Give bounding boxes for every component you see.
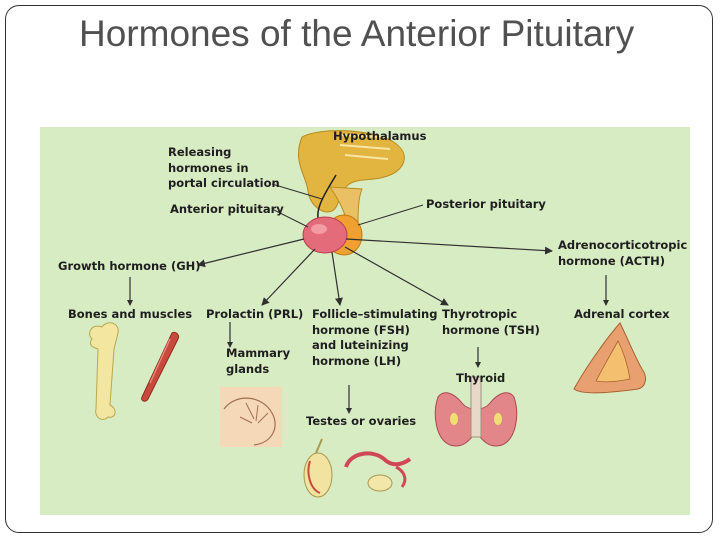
label-fsh-lh: Follicle–stimulating hormone (FSH) and l… [312, 307, 438, 368]
label-anterior-pituitary: Anterior pituitary [170, 202, 284, 216]
label-releasing-hormones: Releasing hormones in portal circulation [168, 145, 280, 190]
slide-title: Hormones of the Anterior Pituitary [79, 13, 635, 54]
bone-illustration [89, 322, 119, 420]
label-hypothalamus: Hypothalamus [333, 129, 427, 143]
breast-illustration [220, 387, 282, 447]
label-growth-hormone: Growth hormone (GH) [58, 259, 201, 273]
label-prolactin: Prolactin (PRL) [206, 307, 304, 321]
leader-releasing [271, 183, 323, 200]
testis-illustration [303, 438, 333, 498]
diagram-artwork [89, 130, 646, 498]
anterior-pituitary [302, 216, 348, 254]
thyroid-illustration [434, 376, 518, 447]
label-posterior-pituitary: Posterior pituitary [426, 197, 546, 211]
ovary-illustration [344, 451, 412, 492]
label-acth: Adrenocorticotropic hormone (ACTH) [558, 238, 688, 268]
arrow-acth [345, 238, 553, 255]
arrow-prl [261, 248, 316, 306]
label-bones-muscles: Bones and muscles [68, 307, 193, 321]
leader-anterior [271, 208, 309, 228]
adrenal-illustration [573, 322, 646, 394]
label-mammary-glands: Mammary glands [226, 346, 291, 376]
leader-posterior [357, 204, 424, 226]
label-adrenal-cortex: Adrenal cortex [574, 307, 670, 321]
label-tsh: Thyrotropic hormone (TSH) [442, 307, 540, 337]
pituitary-diagram: Hypothalamus Releasing hormones in porta… [40, 127, 690, 515]
label-testes-ovaries: Testes or ovaries [306, 414, 417, 428]
label-thyroid: Thyroid [456, 371, 506, 385]
muscle-illustration [141, 332, 179, 402]
hypothalamus-illustration [297, 130, 405, 213]
arrow-tsh [344, 246, 449, 306]
arrow-gh [197, 238, 305, 268]
arrow-fsh-lh [331, 251, 343, 306]
